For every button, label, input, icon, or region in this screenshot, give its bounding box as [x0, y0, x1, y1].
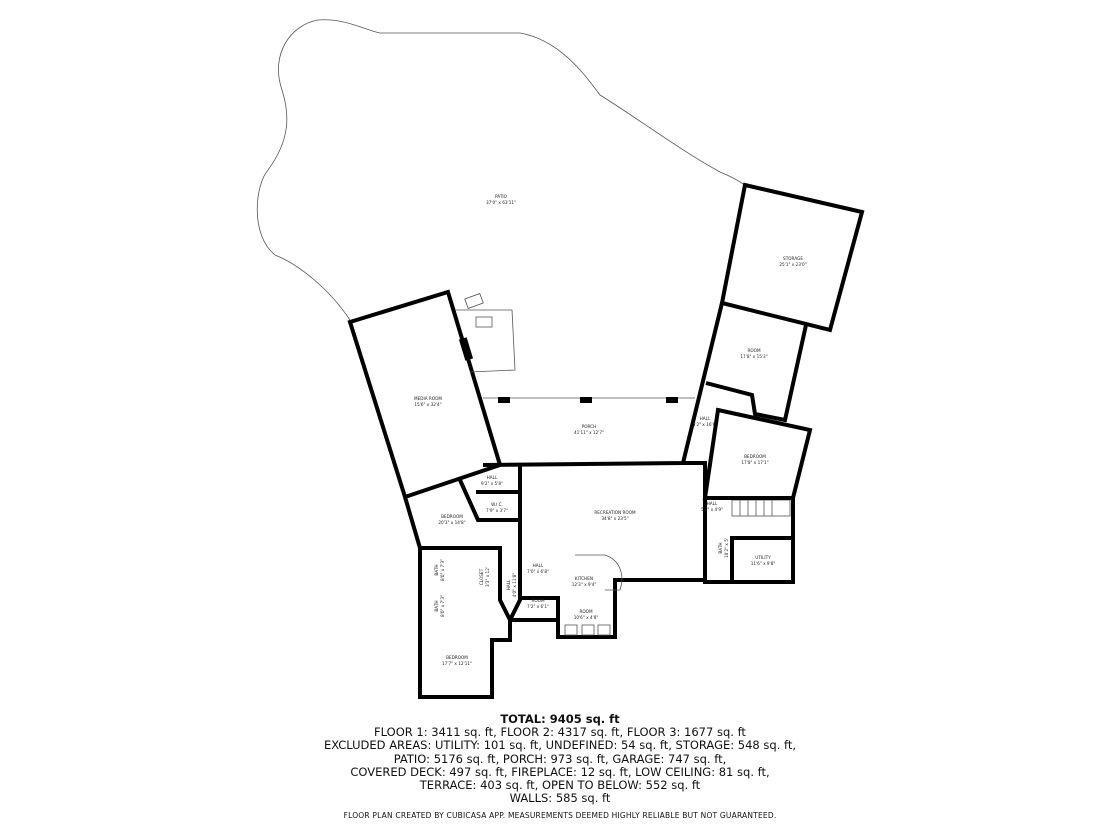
svg-text:BATH: BATH [718, 542, 723, 553]
svg-text:25'1" x 23'0": 25'1" x 23'0" [779, 262, 806, 267]
svg-text:ROOM: ROOM [747, 348, 761, 353]
svg-text:17'8" x 15'3": 17'8" x 15'3" [740, 354, 767, 359]
svg-text:BATH: BATH [434, 600, 439, 611]
svg-text:7'0" x 6'8": 7'0" x 6'8" [527, 569, 549, 574]
area-summary: TOTAL: 9405 sq. ft FLOOR 1: 3411 sq. ft,… [0, 712, 1120, 806]
svg-text:12'3" x 9'4": 12'3" x 9'4" [572, 582, 597, 587]
svg-text:8'0" x 7'3": 8'0" x 7'3" [440, 595, 445, 617]
svg-text:BEDROOM: BEDROOM [744, 454, 766, 459]
svg-text:3'3" x 12': 3'3" x 12' [485, 567, 490, 587]
svg-text:5'2" x 16'0": 5'2" x 16'0" [693, 422, 718, 427]
svg-text:W.I.C.: W.I.C. [491, 502, 503, 507]
svg-text:MEDIA ROOM: MEDIA ROOM [414, 396, 442, 401]
svg-text:7'9" x 3'7": 7'9" x 3'7" [486, 508, 508, 513]
summary-line: FLOOR 1: 3411 sq. ft, FLOOR 2: 4317 sq. … [374, 725, 746, 739]
bottom-room-counters [564, 624, 611, 636]
fireplace [458, 337, 474, 361]
svg-text:RECREATION ROOM: RECREATION ROOM [594, 510, 636, 515]
summary-line: TERRACE: 403 sq. ft, OPEN TO BELOW: 552 … [419, 778, 701, 793]
left-wing-walls [420, 546, 512, 621]
svg-text:UTILITY: UTILITY [755, 555, 771, 560]
svg-text:34'8" x 23'5": 34'8" x 23'5" [601, 516, 628, 521]
media-room-walls [347, 289, 503, 500]
porch-post [498, 397, 510, 403]
svg-text:4'0" x 11'8": 4'0" x 11'8" [512, 573, 517, 598]
svg-text:CLOSET: CLOSET [479, 568, 484, 585]
svg-text:15'6" x 32'4": 15'6" x 32'4" [414, 402, 441, 407]
svg-text:HALL: HALL [707, 501, 718, 506]
svg-text:37'0" x 63'11": 37'0" x 63'11" [486, 200, 516, 205]
total-area: TOTAL: 9405 sq. ft [500, 712, 620, 726]
svg-text:ROOM: ROOM [531, 598, 545, 603]
svg-text:5'8" x 4'9": 5'8" x 4'9" [701, 507, 723, 512]
svg-text:17'8" x 17'1": 17'8" x 17'1" [741, 460, 768, 465]
svg-text:10'2" x 5': 10'2" x 5' [724, 538, 729, 558]
svg-text:9'2" x 5'8": 9'2" x 5'8" [481, 481, 503, 486]
table-icon [475, 316, 493, 328]
svg-text:8'0" x 7'3": 8'0" x 7'3" [440, 559, 445, 581]
room-label-wic: W.I.C.7'9" x 3'7" [486, 502, 508, 513]
svg-text:HALL: HALL [487, 475, 498, 480]
svg-text:41'11" x 12'7": 41'11" x 12'7" [574, 430, 604, 435]
patio-outline [256, 19, 747, 321]
svg-text:HALL: HALL [700, 416, 711, 421]
svg-text:7'2" x 6'1": 7'2" x 6'1" [527, 604, 549, 609]
disclaimer: FLOOR PLAN CREATED BY CUBICASA APP. MEAS… [343, 811, 777, 820]
summary-line: EXCLUDED AREAS: UTILITY: 101 sq. ft, UND… [323, 738, 797, 753]
svg-text:BEDROOM: BEDROOM [441, 514, 463, 519]
porch-bottom-wall [482, 302, 724, 467]
summary-line: PATIO: 5176 sq. ft, PORCH: 973 sq. ft, G… [393, 751, 727, 766]
svg-text:20'3" x 14'8": 20'3" x 14'8" [438, 520, 465, 525]
svg-text:PATIO: PATIO [495, 194, 508, 199]
svg-text:BEDROOM: BEDROOM [446, 655, 468, 660]
kitchen-counter [575, 554, 623, 591]
svg-text:BATH: BATH [434, 564, 439, 575]
hall-center-walls [458, 465, 522, 522]
svg-text:11'6" x 9'8": 11'6" x 9'8" [751, 561, 776, 566]
porch-post [580, 397, 592, 403]
terrace-outline [455, 309, 516, 373]
summary-line: COVERED DECK: 497 sq. ft, FIREPLACE: 12 … [350, 764, 770, 779]
kitchen-walls [520, 596, 560, 620]
svg-text:HALL: HALL [533, 563, 544, 568]
svg-text:KITCHEN: KITCHEN [575, 576, 593, 581]
svg-text:STORAGE: STORAGE [783, 256, 803, 261]
utility-walls [730, 536, 793, 582]
grill-icon [464, 293, 484, 309]
svg-text:ROOM: ROOM [579, 609, 593, 614]
recreation-room-walls [403, 461, 795, 699]
room-upper-walls [705, 324, 808, 423]
summary-line: WALLS: 585 sq. ft [509, 791, 611, 806]
svg-text:HALL: HALL [506, 579, 511, 590]
storage-walls [719, 182, 865, 333]
svg-text:PORCH: PORCH [582, 424, 597, 429]
porch-post [666, 397, 678, 403]
staircase [731, 499, 791, 517]
svg-text:17'7" x 12'11": 17'7" x 12'11" [442, 661, 472, 666]
svg-text:10'6" x 4'8": 10'6" x 4'8" [574, 615, 599, 620]
rec-left-wall [508, 520, 522, 621]
